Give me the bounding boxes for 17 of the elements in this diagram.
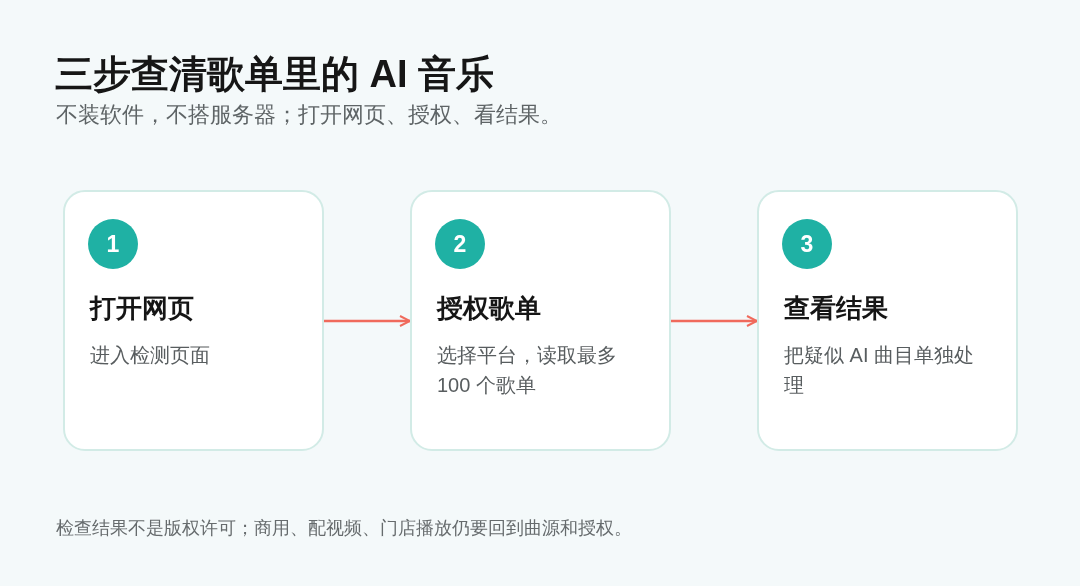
step-heading: 打开网页 xyxy=(90,292,194,325)
footnote: 检查结果不是版权许可；商用、配视频、门店播放仍要回到曲源和授权。 xyxy=(56,517,632,540)
step-heading: 查看结果 xyxy=(784,292,888,325)
arrow xyxy=(324,315,411,327)
arrow xyxy=(671,315,758,327)
title: 三步查清歌单里的 AI 音乐 xyxy=(55,52,495,97)
step-number: 2 xyxy=(435,219,485,269)
step-card xyxy=(410,190,671,451)
step-number: 3 xyxy=(782,219,832,269)
step-card xyxy=(757,190,1018,451)
step-description: 把疑似 AI 曲目单独处理 xyxy=(784,343,975,398)
step-heading: 授权歌单 xyxy=(437,292,541,325)
step-description: 进入检测页面 xyxy=(90,343,211,368)
step-card xyxy=(63,190,324,451)
subtitle: 不装软件，不搭服务器；打开网页、授权、看结果。 xyxy=(56,101,562,129)
step-number: 1 xyxy=(88,219,138,269)
step-description: 选择平台，读取最多 100 个歌单 xyxy=(437,343,618,398)
